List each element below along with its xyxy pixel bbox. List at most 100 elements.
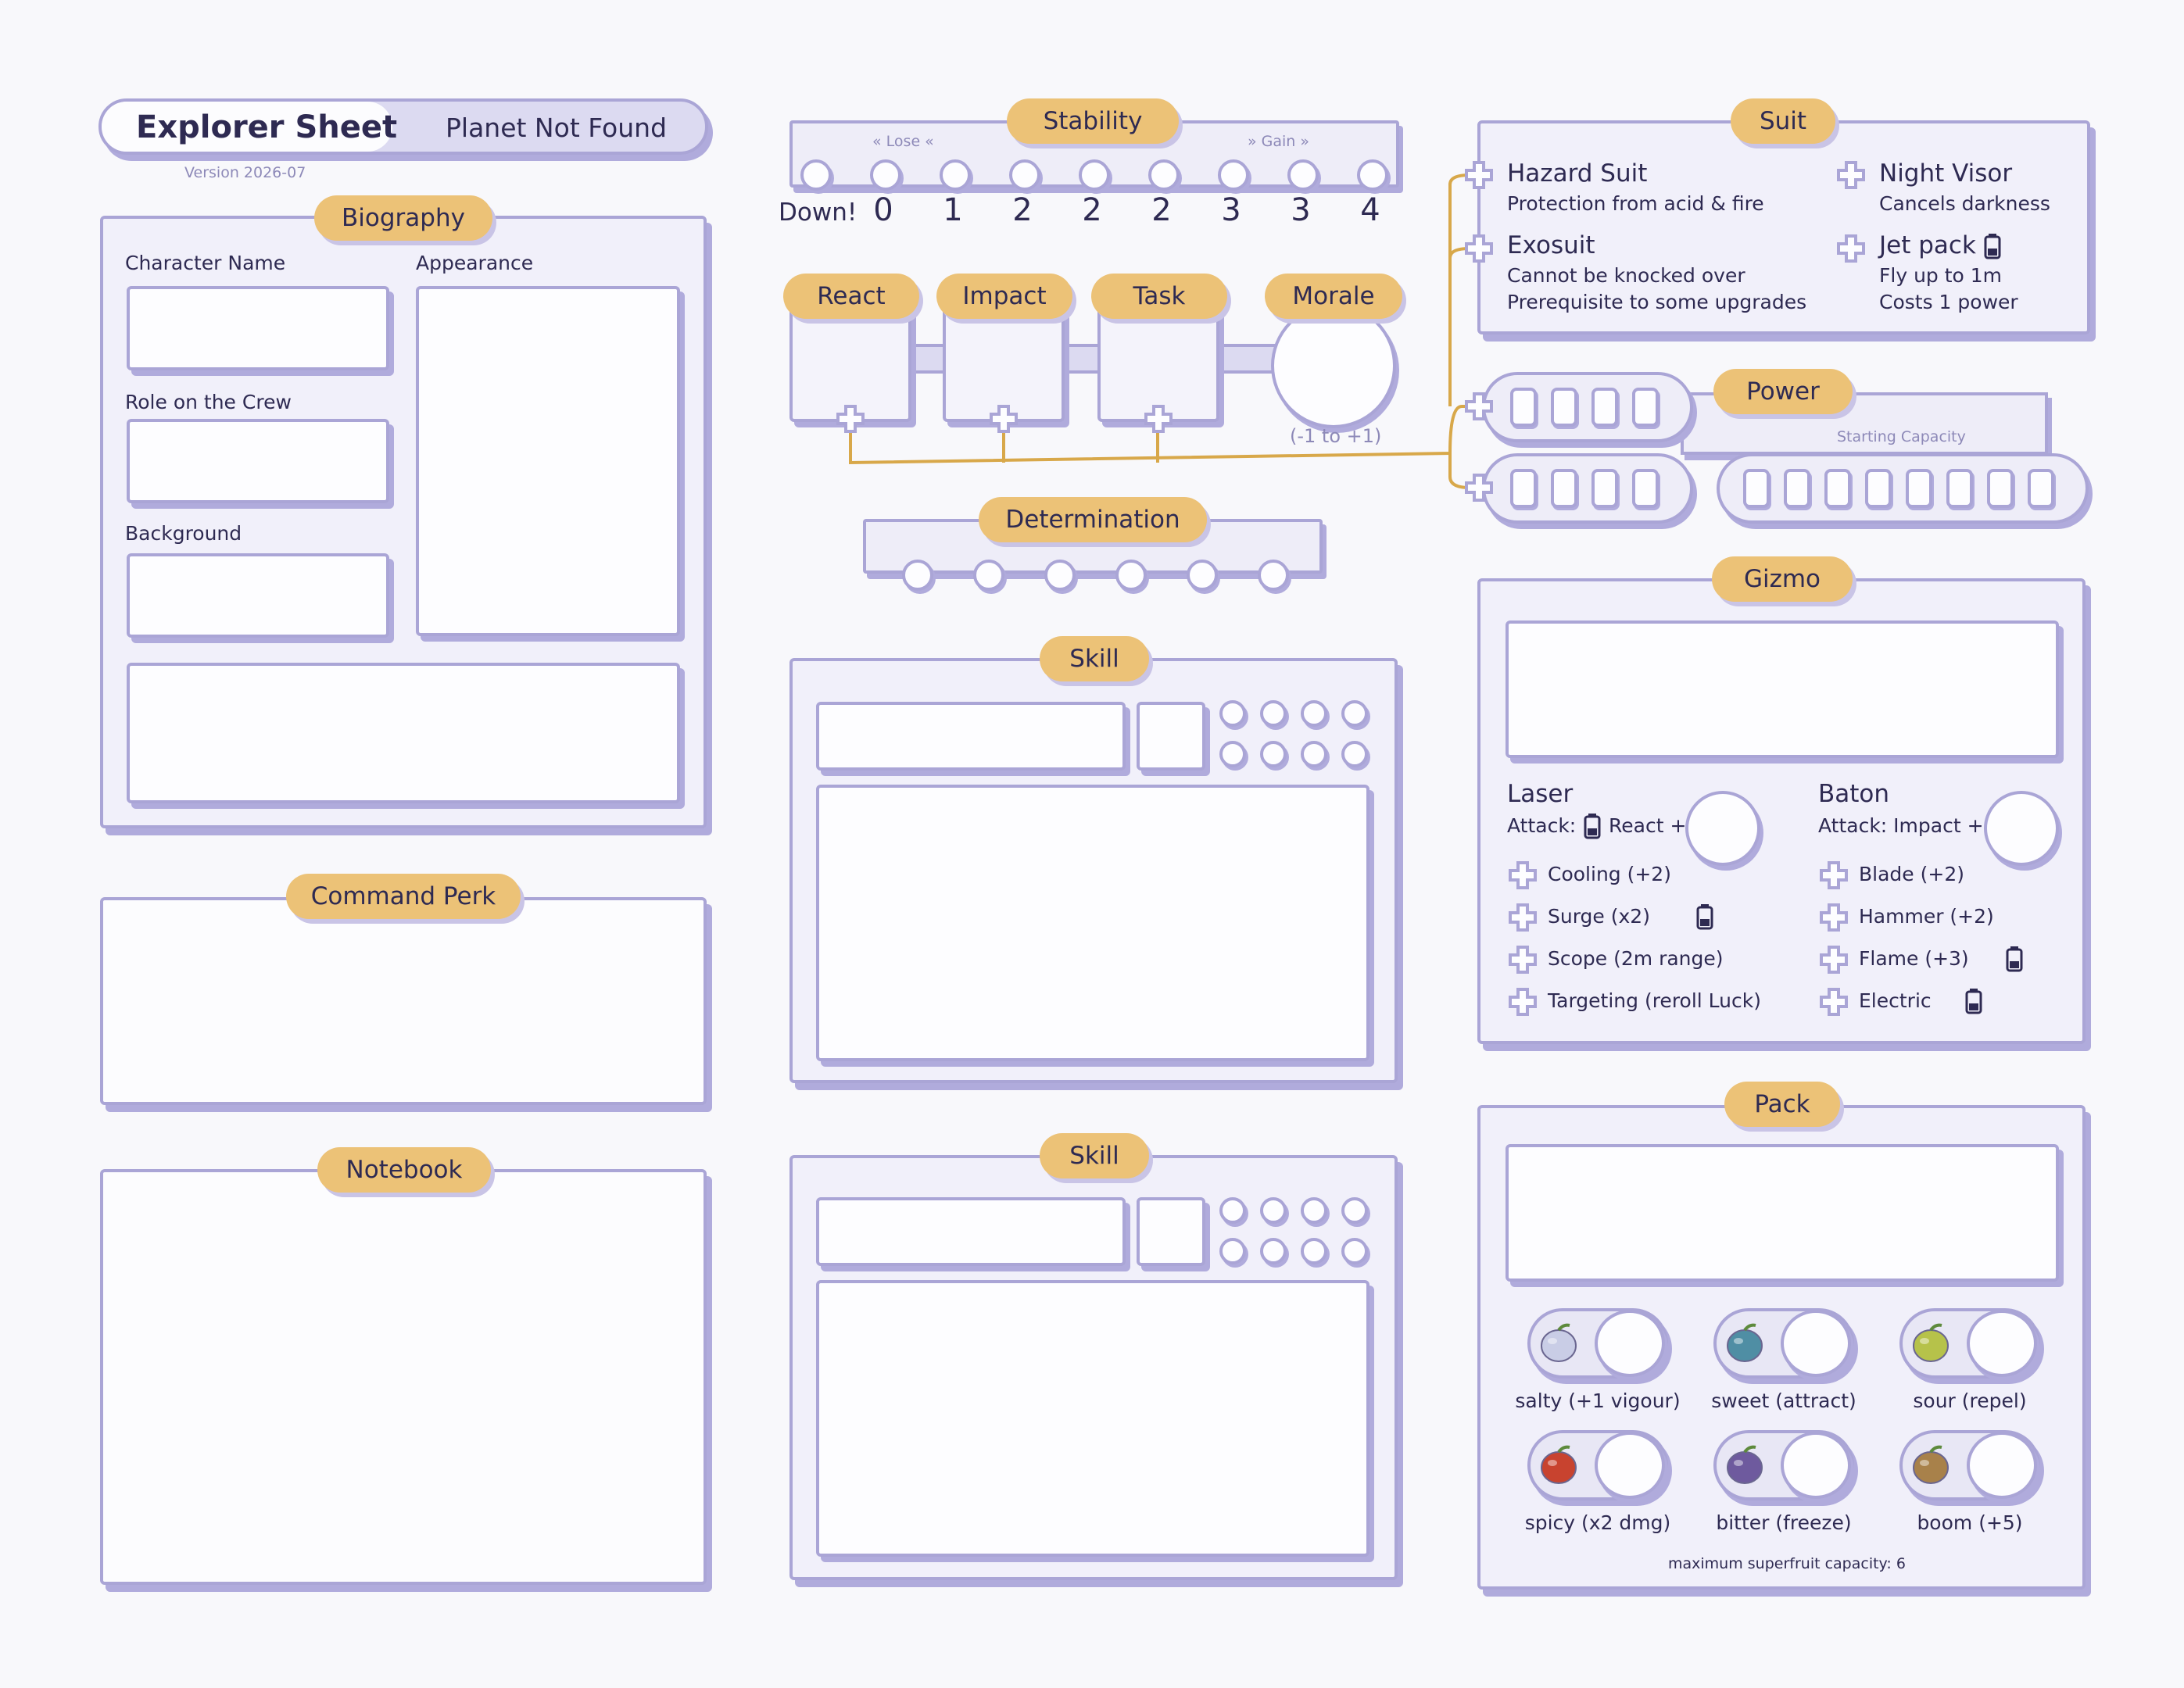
- baton-upgrade-checkbox[interactable]: [1820, 903, 1848, 932]
- appearance-field[interactable]: [416, 286, 680, 636]
- determination-circle[interactable]: [973, 560, 1004, 591]
- determination-circle[interactable]: [902, 560, 933, 591]
- determination-circle[interactable]: [1258, 560, 1289, 591]
- stability-circle[interactable]: [800, 159, 832, 191]
- skill-rank-circle[interactable]: [1341, 1238, 1368, 1264]
- skill-rank-circle[interactable]: [1301, 700, 1327, 727]
- superfruit-count-field[interactable]: [1967, 1432, 2037, 1499]
- jet-pack-checkbox[interactable]: [1837, 234, 1865, 263]
- determination-circle[interactable]: [1115, 560, 1147, 591]
- role-field[interactable]: [127, 419, 389, 503]
- laser-attack-stat: React +: [1609, 814, 1687, 837]
- superfruit-count-field[interactable]: [1781, 1310, 1851, 1377]
- power-title: Power: [1713, 369, 1853, 414]
- laser-upgrade-checkbox[interactable]: [1509, 988, 1537, 1016]
- skill-rank-circle[interactable]: [1260, 741, 1287, 767]
- stability-gain-label: » Gain »: [1248, 133, 1310, 150]
- skill-name-field-2[interactable]: [816, 1197, 1126, 1266]
- superfruit-count-field[interactable]: [1595, 1310, 1665, 1377]
- stability-down-label: Down!: [779, 198, 857, 227]
- skill-rank-circle[interactable]: [1341, 1197, 1368, 1224]
- power-cell[interactable]: [1551, 469, 1577, 508]
- power-cell[interactable]: [1743, 469, 1770, 508]
- character-name-field[interactable]: [127, 286, 389, 370]
- exosuit-checkbox[interactable]: [1465, 234, 1493, 263]
- task-field[interactable]: [1097, 303, 1219, 422]
- stability-circle[interactable]: [1009, 159, 1040, 191]
- stability-circle[interactable]: [1218, 159, 1249, 191]
- power-cell[interactable]: [2028, 469, 2054, 508]
- power-cell[interactable]: [1510, 469, 1537, 508]
- skill-rank-circle[interactable]: [1301, 1238, 1327, 1264]
- skill-rank-circle[interactable]: [1219, 1238, 1246, 1264]
- skill-rank-circle[interactable]: [1219, 741, 1246, 767]
- skill-value-field-2[interactable]: [1137, 1197, 1205, 1266]
- power-cell[interactable]: [1824, 469, 1851, 508]
- power-cell[interactable]: [1946, 469, 1973, 508]
- skill-rank-circle[interactable]: [1301, 741, 1327, 767]
- skill-rank-circle[interactable]: [1260, 700, 1287, 727]
- baton-upgrade-checkbox[interactable]: [1820, 861, 1848, 889]
- stability-title: Stability: [1007, 98, 1179, 144]
- power-cell[interactable]: [1784, 469, 1810, 508]
- pack-notes-field[interactable]: [1506, 1144, 2059, 1282]
- baton-attack-field[interactable]: [1984, 791, 2059, 866]
- power-cell[interactable]: [1591, 388, 1618, 427]
- skill-notes-field-1[interactable]: [816, 785, 1369, 1061]
- skill-rank-circle[interactable]: [1219, 700, 1246, 727]
- power-cell[interactable]: [1632, 469, 1659, 508]
- sheet-title: Explorer Sheet: [136, 109, 398, 145]
- night-visor-checkbox[interactable]: [1837, 161, 1865, 189]
- skill-rank-circle[interactable]: [1219, 1197, 1246, 1224]
- skill-value-field-1[interactable]: [1137, 702, 1205, 771]
- stability-circle[interactable]: [1357, 159, 1388, 191]
- stability-circle[interactable]: [1079, 159, 1110, 191]
- skill-rank-circle[interactable]: [1260, 1197, 1287, 1224]
- determination-circle[interactable]: [1044, 560, 1076, 591]
- superfruit-count-field[interactable]: [1967, 1310, 2037, 1377]
- battery-icon: [2006, 946, 2023, 975]
- baton-upgrade-label: Hammer (+2): [1859, 905, 1994, 928]
- power-cell[interactable]: [1551, 388, 1577, 427]
- power-cell[interactable]: [1906, 469, 1932, 508]
- laser-upgrade-checkbox[interactable]: [1509, 946, 1537, 974]
- skill-name-field-1[interactable]: [816, 702, 1126, 771]
- skill-notes-field-2[interactable]: [816, 1280, 1369, 1557]
- hazard-suit-checkbox[interactable]: [1465, 161, 1493, 189]
- notebook-panel[interactable]: [100, 1169, 707, 1585]
- skill-rank-circle[interactable]: [1260, 1238, 1287, 1264]
- power-cell[interactable]: [1510, 388, 1537, 427]
- power-bank-1-checkbox[interactable]: [1465, 392, 1493, 420]
- background-label: Background: [125, 522, 242, 545]
- character-name-label: Character Name: [125, 252, 286, 274]
- biography-notes-field[interactable]: [127, 663, 680, 803]
- baton-upgrade-checkbox[interactable]: [1820, 946, 1848, 974]
- power-bank-starting: [1717, 453, 2089, 524]
- skill-rank-circle[interactable]: [1341, 700, 1368, 727]
- skill-rank-circle[interactable]: [1301, 1197, 1327, 1224]
- laser-upgrade-checkbox[interactable]: [1509, 861, 1537, 889]
- baton-attack: Attack: Impact +: [1818, 814, 1984, 837]
- background-field[interactable]: [127, 553, 389, 638]
- power-cell[interactable]: [1591, 469, 1618, 508]
- superfruit-count-field[interactable]: [1781, 1432, 1851, 1499]
- power-bank-2-checkbox[interactable]: [1465, 474, 1493, 502]
- title-banner-left: [102, 102, 392, 152]
- laser-attack-field[interactable]: [1685, 791, 1760, 866]
- baton-name: Baton: [1818, 780, 1890, 808]
- determination-circle[interactable]: [1187, 560, 1218, 591]
- gizmo-notes-field[interactable]: [1506, 620, 2059, 758]
- power-cell[interactable]: [1987, 469, 2014, 508]
- power-cell[interactable]: [1632, 388, 1659, 427]
- morale-field[interactable]: [1271, 303, 1396, 428]
- stability-circle[interactable]: [940, 159, 971, 191]
- superfruit-count-field[interactable]: [1595, 1432, 1665, 1499]
- stability-circle[interactable]: [1148, 159, 1180, 191]
- skill-rank-circle[interactable]: [1341, 741, 1368, 767]
- power-cell[interactable]: [1865, 469, 1892, 508]
- laser-upgrade-checkbox[interactable]: [1509, 903, 1537, 932]
- stability-circle[interactable]: [870, 159, 901, 191]
- stability-circle[interactable]: [1287, 159, 1319, 191]
- baton-upgrade-checkbox[interactable]: [1820, 988, 1848, 1016]
- stability-value: 2: [1012, 192, 1033, 228]
